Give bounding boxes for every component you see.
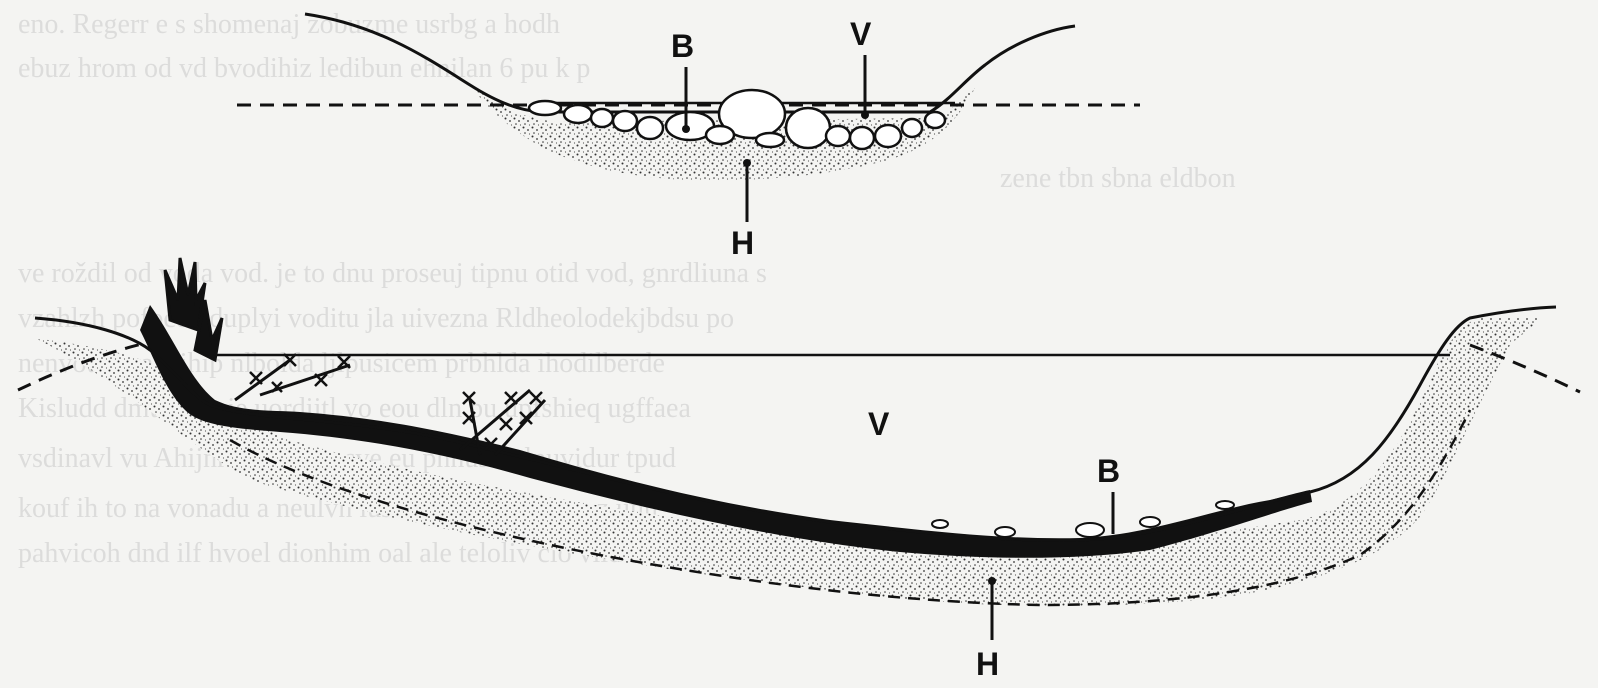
top-label-b: B (671, 28, 694, 64)
top-h-dot (743, 159, 751, 167)
top-cross-section: B V H (237, 14, 1140, 261)
top-label-h: H (731, 225, 754, 261)
bottom-label-v: V (868, 406, 890, 442)
bottom-label-b: B (1097, 453, 1120, 489)
bottom-label-h: H (976, 646, 999, 682)
bottom-h-dot (988, 577, 996, 585)
bottom-hyporheic-zone (35, 318, 1540, 606)
top-b-dot (682, 125, 690, 133)
top-label-v: V (850, 16, 872, 52)
bottom-streambed-sediment-layer (140, 305, 1312, 558)
top-v-dot (861, 111, 869, 119)
bottom-cross-section: V B H (18, 258, 1580, 682)
